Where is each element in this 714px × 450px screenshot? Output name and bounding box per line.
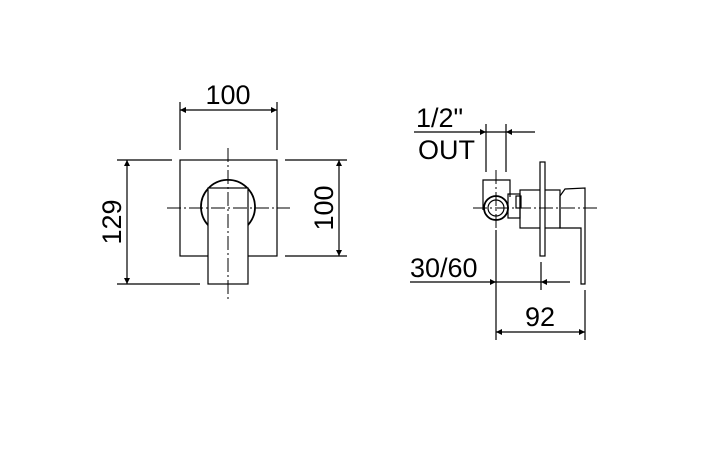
outlet-label: OUT	[418, 135, 475, 165]
width-dimension-label: 100	[205, 80, 250, 110]
wall-plate	[539, 161, 546, 257]
projection-label: 92	[525, 302, 555, 332]
outlet-size-label: 1/2"	[416, 103, 463, 133]
valve-connector	[507, 193, 521, 219]
total-height-dimension-label: 129	[97, 199, 127, 244]
front-view: 100 129 100	[97, 80, 347, 302]
handle-base-arc	[200, 179, 256, 228]
wall-depth-label: 30/60	[410, 253, 478, 283]
side-view: 1/2" OUT 30/60 92	[410, 103, 600, 340]
plate-height-dimension-label: 100	[309, 185, 339, 230]
side-lever-handle	[559, 187, 586, 285]
